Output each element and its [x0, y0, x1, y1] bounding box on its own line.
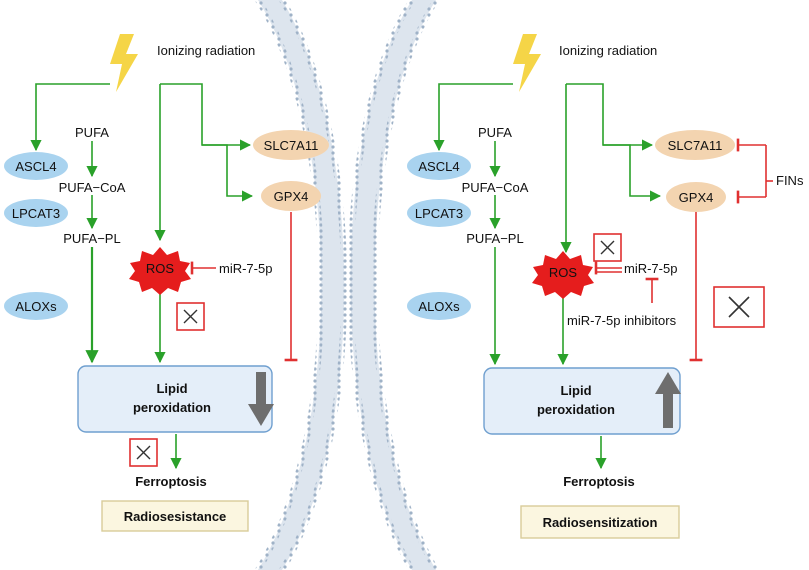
gpx4-label: GPX4	[274, 189, 309, 204]
gpx4-ellipse	[666, 182, 726, 212]
blocked-x-icon	[593, 233, 622, 262]
pufa-coa-label: PUFA−CoA	[59, 180, 126, 195]
blocked-x-icon-2	[129, 438, 158, 467]
aloxs-label: ALOXs	[15, 299, 57, 314]
ascl4-ellipse	[407, 152, 471, 180]
gpx4-ellipse	[261, 181, 321, 211]
aloxs-ellipse	[4, 292, 68, 320]
outcome-box	[101, 500, 249, 532]
ferroptosis-label: Ferroptosis	[135, 474, 207, 489]
ros-burst-icon	[532, 251, 594, 299]
mir-label: miR-7-5p	[219, 261, 272, 276]
ros-label: ROS	[549, 265, 578, 280]
lipid-line2: peroxidation	[537, 402, 615, 417]
lpcat3-ellipse	[407, 199, 471, 227]
lpcat3-label: LPCAT3	[12, 206, 60, 221]
mir-label: miR-7-5p	[624, 261, 677, 276]
cell-membrane-right	[347, 0, 439, 570]
gpx4-label: GPX4	[679, 190, 714, 205]
radiation-label: Ionizing radiation	[157, 43, 255, 58]
lipid-peroxidation-box	[77, 365, 273, 433]
ferroptosis-label: Ferroptosis	[563, 474, 635, 489]
ascl4-label: ASCL4	[15, 159, 56, 174]
ros-label: ROS	[146, 261, 175, 276]
blocked-x-icon-2	[713, 286, 765, 328]
lipid-line2: peroxidation	[133, 400, 211, 415]
slc7a11-ellipse	[253, 130, 329, 160]
inhibit-arrows	[190, 212, 298, 362]
left-panel: Ionizing radiation ASCL4 LPCAT3 ALOXs PU…	[4, 34, 329, 532]
outcome-box	[520, 505, 680, 539]
promote-arrows	[433, 83, 662, 470]
up-arrow-icon	[655, 372, 681, 428]
fins-label: FINs	[776, 173, 804, 188]
slc7a11-ellipse	[655, 130, 735, 160]
pufa-label: PUFA	[75, 125, 109, 140]
inhibit-arrows	[594, 138, 773, 362]
blocked-x-icon	[176, 302, 205, 331]
ros-burst-icon	[129, 247, 191, 295]
lipid-line1: Lipid	[560, 383, 591, 398]
pufa-pl-label: PUFA−PL	[466, 231, 523, 246]
ascl4-label: ASCL4	[418, 159, 459, 174]
pufa-coa-label: PUFA−CoA	[462, 180, 529, 195]
pufa-label: PUFA	[478, 125, 512, 140]
down-arrow-icon	[248, 372, 274, 426]
pufa-pl-label: PUFA−PL	[63, 231, 120, 246]
outcome-label: Radiosesistance	[124, 509, 227, 524]
radiation-label: Ionizing radiation	[559, 43, 657, 58]
promote-arrows	[30, 83, 254, 470]
aloxs-ellipse	[407, 292, 471, 320]
lpcat3-label: LPCAT3	[415, 206, 463, 221]
lightning-icon	[513, 34, 541, 92]
lipid-peroxidation-box	[483, 367, 681, 435]
ascl4-ellipse	[4, 152, 68, 180]
outcome-label: Radiosensitization	[543, 515, 658, 530]
mir-inhibitors-label: miR-7-5p inhibitors	[567, 313, 677, 328]
lipid-line1: Lipid	[156, 381, 187, 396]
slc7a11-label: SLC7A11	[264, 138, 319, 153]
right-panel: Ionizing radiation ASCL4 LPCAT3	[407, 34, 804, 539]
lpcat3-ellipse	[4, 199, 68, 227]
slc7a11-label: SLC7A11	[668, 138, 723, 153]
cell-membrane-left	[255, 0, 348, 570]
lightning-icon	[110, 34, 138, 92]
aloxs-label: ALOXs	[418, 299, 460, 314]
